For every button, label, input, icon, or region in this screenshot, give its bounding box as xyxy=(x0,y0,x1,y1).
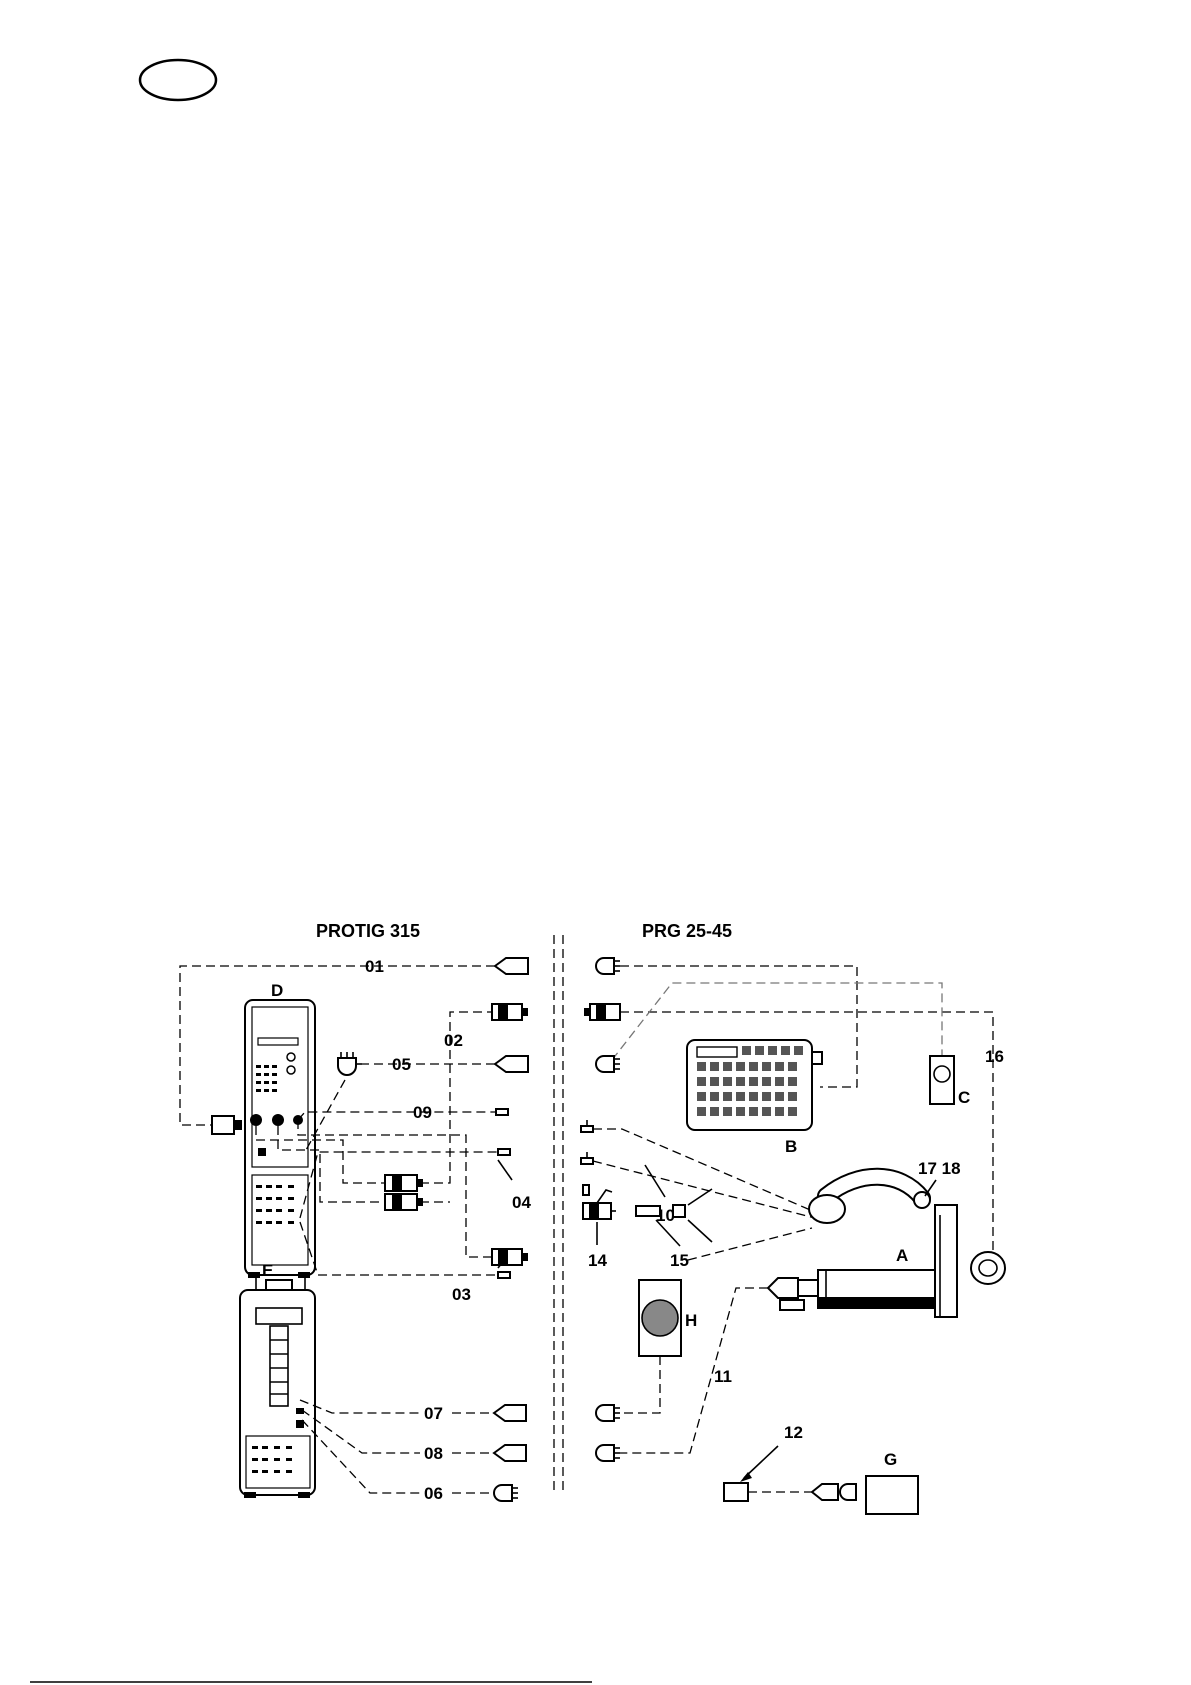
connector-09 xyxy=(496,1109,508,1115)
label-06: 06 xyxy=(424,1484,443,1503)
label-unit-a: A xyxy=(896,1246,908,1265)
connector-prg-top xyxy=(596,958,620,974)
connector-g-plug xyxy=(840,1484,856,1500)
connector-05-plug xyxy=(338,1052,356,1075)
cable-08 xyxy=(302,1410,420,1453)
connector-02 xyxy=(492,1004,528,1020)
connector-h-plug xyxy=(596,1405,620,1421)
label-04: 04 xyxy=(512,1193,531,1212)
unit-b-keypad xyxy=(687,1040,822,1130)
connector-08 xyxy=(494,1445,526,1461)
connector-07 xyxy=(494,1405,526,1421)
connector-middle-upper xyxy=(385,1175,423,1191)
label-unit-b: B xyxy=(785,1137,797,1156)
label-08: 08 xyxy=(424,1444,443,1463)
cable-h xyxy=(620,1356,660,1413)
label-unit-c: C xyxy=(958,1088,970,1107)
connector-g-socket xyxy=(812,1484,838,1500)
label-01: 01 xyxy=(365,957,384,976)
connector-12 xyxy=(724,1483,748,1501)
label-12: 12 xyxy=(784,1423,803,1442)
cable-10-lower xyxy=(593,1161,815,1218)
label-17-18: 17 18 xyxy=(918,1159,961,1178)
arrow-17-18 xyxy=(925,1180,936,1196)
connector-05-socket xyxy=(495,1056,528,1072)
label-09: 09 xyxy=(413,1103,432,1122)
cable-07 xyxy=(300,1400,420,1413)
unit-e-protig-rear xyxy=(240,1272,315,1498)
label-14: 14 xyxy=(588,1251,607,1270)
language-badge xyxy=(140,60,216,100)
arrowhead-12 xyxy=(740,1472,752,1482)
component-15-a xyxy=(636,1206,660,1216)
connector-01-plug xyxy=(212,1116,242,1134)
connector-prg-c xyxy=(596,1056,620,1072)
unit-g xyxy=(866,1476,918,1514)
connector-04-lower xyxy=(498,1272,510,1278)
arrow-10-b xyxy=(688,1189,712,1205)
connector-01-socket xyxy=(495,958,528,974)
unit-c-pendant xyxy=(930,1056,954,1104)
arrow-12 xyxy=(744,1446,778,1478)
label-15: 15 xyxy=(670,1251,689,1270)
arrow-10-c xyxy=(688,1220,712,1242)
label-07: 07 xyxy=(424,1404,443,1423)
label-unit-h: H xyxy=(685,1311,697,1330)
unit-h-footswitch xyxy=(639,1280,681,1356)
cable-10-to-15 xyxy=(688,1228,812,1260)
arrow-04-upper xyxy=(498,1160,512,1180)
unit-a-torch xyxy=(768,1177,957,1317)
label-03: 03 xyxy=(452,1285,471,1304)
header-prg-25-45: PRG 25-45 xyxy=(642,921,732,941)
label-16: 16 xyxy=(985,1047,1004,1066)
cable-09 xyxy=(298,1112,496,1120)
cable-02 xyxy=(450,1012,492,1101)
label-11: 11 xyxy=(714,1367,732,1386)
connector-10-upper xyxy=(581,1126,593,1132)
component-15-b xyxy=(673,1205,685,1217)
label-02: 02 xyxy=(444,1031,463,1050)
cable-04-lower xyxy=(300,1222,498,1275)
connector-06 xyxy=(494,1485,518,1501)
connector-prg-16 xyxy=(584,1004,620,1020)
connector-11-plug xyxy=(596,1445,620,1461)
label-05: 05 xyxy=(392,1055,411,1074)
wire-reel xyxy=(971,1252,1005,1284)
connector-14 xyxy=(583,1185,616,1219)
cable-10-upper xyxy=(593,1129,815,1212)
header-protig-315: PROTIG 315 xyxy=(316,921,420,941)
connector-10-lower xyxy=(581,1158,593,1164)
cable-06 xyxy=(302,1420,420,1493)
arrow-10-a xyxy=(645,1165,665,1197)
label-unit-g: G xyxy=(884,1450,897,1469)
label-unit-d: D xyxy=(271,981,283,1000)
connector-03 xyxy=(492,1249,528,1265)
connector-middle-lower xyxy=(385,1194,423,1210)
connector-04-upper xyxy=(498,1149,510,1155)
label-unit-e: E xyxy=(262,1261,273,1280)
